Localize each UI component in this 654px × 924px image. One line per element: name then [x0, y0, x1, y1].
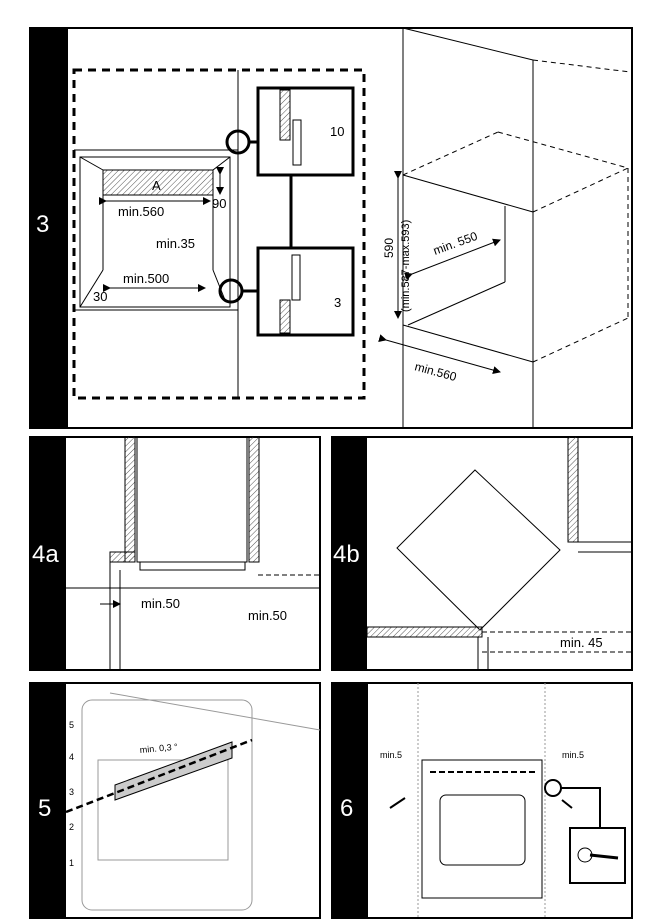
panel-4b-label: 4b — [333, 541, 360, 568]
panel-3-label: 3 — [36, 211, 49, 238]
panel-5-label: 5 — [38, 795, 51, 822]
cabinet-3d — [402, 27, 631, 428]
oven-front — [421, 759, 543, 899]
detail-bottom — [256, 246, 355, 337]
panel-5: 5 min. 0,3 ° 5 4 3 2 1 — [29, 682, 321, 919]
level-4: 4 — [69, 752, 74, 762]
dim-min-560: min.560 — [118, 204, 164, 219]
panel-6: 6 min.5 min.5 — [331, 682, 633, 919]
dim-min-45: min. 45 — [560, 635, 603, 650]
panel-4a-label: 4a — [32, 541, 59, 568]
panel-3-label-bar — [30, 28, 68, 428]
panel-4b: 4b min. 45 — [331, 436, 633, 671]
label-a: A — [152, 178, 161, 193]
dim-min-5-right: min.5 — [562, 750, 584, 760]
dim-3: 3 — [334, 295, 341, 310]
level-1: 1 — [69, 858, 74, 868]
dim-10: 10 — [330, 124, 344, 139]
screw-icon — [389, 797, 406, 809]
detail-top — [256, 86, 355, 177]
dim-min-50-left: min.50 — [141, 596, 180, 611]
dim-30: 30 — [93, 289, 107, 304]
cabinet-outline — [72, 68, 366, 400]
panel-3: 3 A min.560 90 min.35 min.500 30 10 — [29, 27, 633, 429]
panel-4a: 4a min.50 min.50 — [29, 436, 321, 671]
dim-590: 590 — [382, 238, 396, 258]
dim-min-5-left: min.5 — [380, 750, 402, 760]
panel-6-label: 6 — [340, 795, 353, 822]
area-a — [102, 169, 214, 196]
dim-590-range: (min.587-max.593) — [400, 220, 412, 312]
level-5: 5 — [69, 720, 74, 730]
dim-min-50-bottom: min.50 — [248, 608, 287, 623]
angle-label: min. 0,3 ° — [139, 742, 178, 755]
dim-min-500: min.500 — [123, 271, 169, 286]
dim-min-35: min.35 — [156, 236, 195, 251]
screw-icon — [561, 799, 573, 809]
level-3: 3 — [69, 787, 74, 797]
dim-90: 90 — [212, 196, 226, 211]
level-2: 2 — [69, 822, 74, 832]
